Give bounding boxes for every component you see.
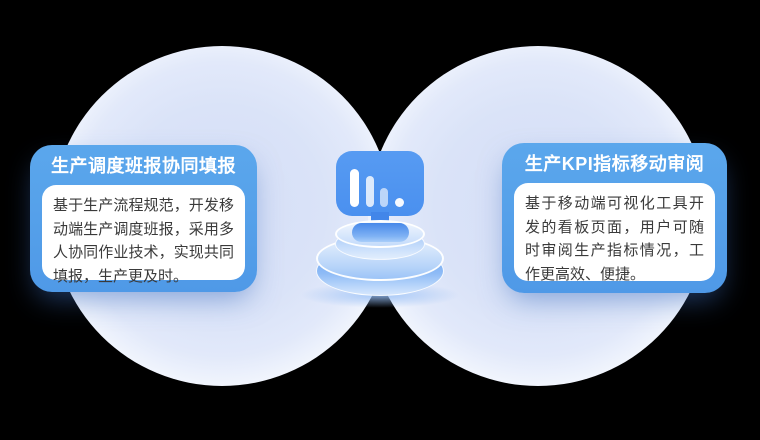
feature-card-right-title: 生产KPI指标移动审阅 — [524, 154, 705, 174]
feature-card-right: 生产KPI指标移动审阅 基于移动端可视化工具开发的看板页面，用户可随时审阅生产指… — [502, 143, 727, 293]
chart-bar-tall — [350, 169, 359, 207]
pedestal-pill — [352, 223, 409, 242]
chart-bar-medium — [366, 176, 374, 207]
feature-card-right-panel: 基于移动端可视化工具开发的看板页面，用户可随时审阅生产指标情况，工作更高效、便捷… — [514, 183, 715, 283]
feature-card-right-body: 基于移动端可视化工具开发的看板页面，用户可随时审阅生产指标情况，工作更高效、便捷… — [525, 195, 704, 283]
feature-card-left-body: 基于生产流程规范，开发移动端生产调度班报，采用多人协同作业技术，实现共同填报，生… — [53, 197, 234, 285]
feature-card-left: 生产调度班报协同填报 基于生产流程规范，开发移动端生产调度班报，采用多人协同作业… — [30, 145, 257, 292]
feature-card-left-panel: 基于生产流程规范，开发移动端生产调度班报，采用多人协同作业技术，实现共同填报，生… — [42, 185, 245, 285]
dashboard-chart-icon — [336, 151, 424, 216]
feature-card-left-title: 生产调度班报协同填报 — [51, 156, 236, 176]
chart-dot — [395, 198, 404, 207]
chart-bar-short — [380, 188, 388, 207]
